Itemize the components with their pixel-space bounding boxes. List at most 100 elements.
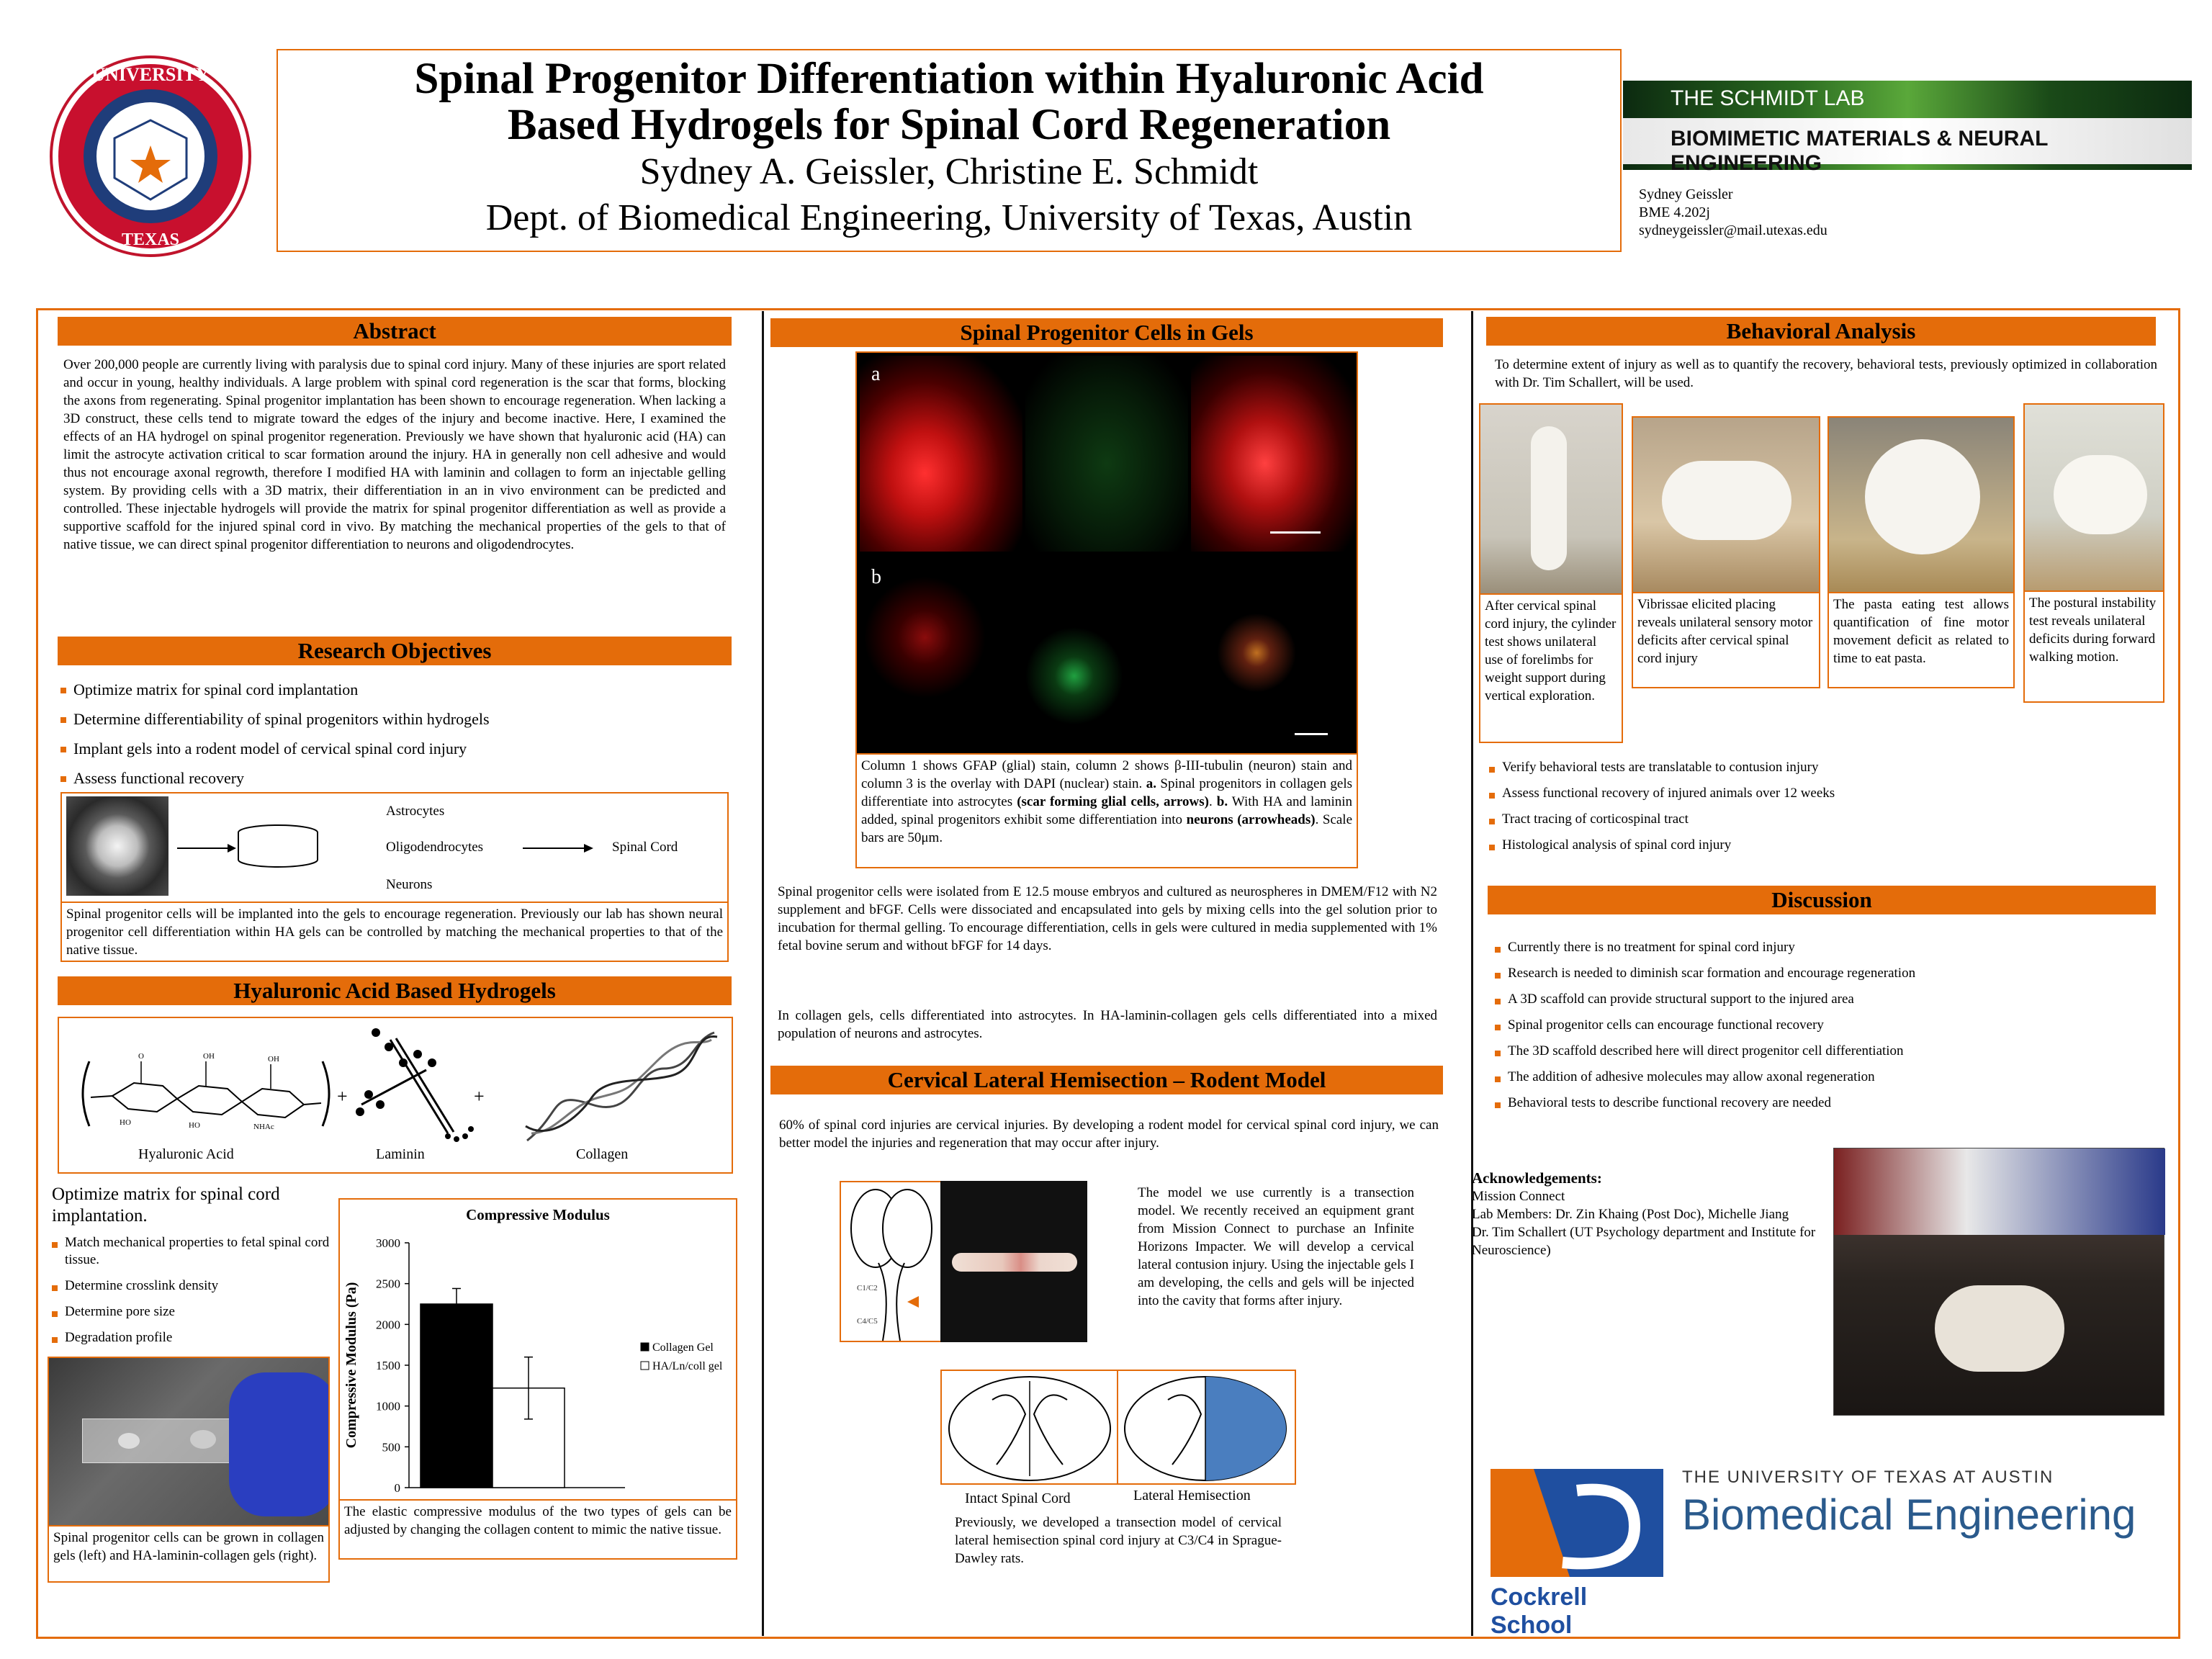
column-divider-1 [762,311,764,1636]
micro-a-overlay [1191,356,1355,552]
cockrell-school-label: Cockrell School [1491,1583,1588,1639]
list-item: Spinal progenitor cells can encourage fu… [1495,1017,2157,1034]
cylinder-test-photo [1479,403,1623,595]
wordmark-line2: Biomedical Engineering [1682,1491,2136,1539]
label-hyaluronic-acid: Hyaluronic Acid [138,1146,234,1162]
label-astrocytes: Astrocytes [386,804,445,819]
contact-email: sydneygeissler@mail.utexas.edu [1639,222,1827,238]
list-item: The 3D scaffold described here will dire… [1495,1043,2157,1060]
plus-sign-1: + [337,1086,348,1107]
ack-line: Lab Members: Dr. Zin Khaing (Post Doc), … [1472,1207,1789,1222]
ack-heading: Acknowledgements: [1472,1169,1602,1187]
list-item: Histological analysis of spinal cord inj… [1489,837,2152,854]
chart-title: Compressive Modulus [466,1206,610,1223]
lab-group-photo [1833,1148,2165,1416]
acknowledgements: Acknowledgements: Mission Connect Lab Me… [1472,1169,1825,1259]
list-item: Currently there is no treatment for spin… [1495,939,2157,956]
spc-results: In collagen gels, cells differentiated i… [778,1008,1437,1041]
behavior-caption: After cervical spinal cord injury, the c… [1479,593,1623,743]
label-collagen: Collagen [576,1146,629,1162]
behavior-intro: To determine extent of injury as well as… [1495,357,2157,390]
title-box: Spinal Progenitor Differentiation within… [276,49,1622,252]
svg-text:HO: HO [120,1118,131,1127]
y-tick-label: 2500 [376,1277,400,1291]
postural-test-photo [2023,403,2164,592]
caption-b-text: With HA and laminin added, spinal progen… [861,794,1353,827]
list-item: Determine pore size [52,1303,331,1321]
gel-slide-photo [48,1357,330,1527]
micro-a-tubulin [1025,356,1188,552]
behavior-caption: The pasta eating test allows quantificat… [1827,592,2015,688]
rodent-heading: Cervical Lateral Hemisection – Rodent Mo… [770,1066,1443,1094]
cross-section-diagram [940,1370,1296,1485]
y-tick-label: 500 [382,1440,401,1454]
behavior-caption: Vibrissae elicited placing reveals unila… [1632,592,1820,688]
optimize-list: Match mechanical properties to fetal spi… [52,1234,331,1355]
y-tick-label: 3000 [376,1236,400,1250]
caption-column-desc: Column 1 shows GFAP (glial) stain, colum… [861,758,1352,791]
bar-chart: Compressive Modulus Compressive Modulus … [343,1206,723,1495]
gel-photo-caption: Spinal progenitor cells can be grown in … [48,1525,330,1583]
abstract-text: Over 200,000 people are currently living… [63,357,726,552]
caption-a-bold: (scar forming glial cells, arrows) [1017,794,1209,809]
optimize-title: Optimize matrix for spinal cord implanta… [52,1184,280,1226]
rodent-intro: 60% of spinal cord injuries are cervical… [779,1118,1439,1151]
neurosphere-image [66,796,168,896]
svg-text:HO: HO [189,1121,200,1130]
ack-line: Dr. Tim Schallert (UT Psychology departm… [1472,1225,1816,1258]
list-item: Research is needed to diminish scar form… [1495,965,2157,982]
rat-brain-diagram: C1/C2 C4/C5 [840,1181,943,1342]
list-item: Behavioral tests to describe functional … [1495,1094,2157,1112]
legend-label-0: Collagen Gel [652,1341,714,1354]
list-item: Assess functional recovery of injured an… [1489,785,2152,802]
diagram-graphics [177,824,593,868]
legend-swatch-1 [640,1361,649,1370]
legend-swatch-0 [640,1342,649,1352]
svg-text:NHAc: NHAc [253,1123,274,1131]
hydrogels-heading: Hyaluronic Acid Based Hydrogels [58,976,732,1005]
svg-text:TEXAS: TEXAS [122,230,179,249]
abstract-heading: Abstract [58,317,732,346]
lab-banner-line2: BIOMIMETIC MATERIALS & NEURAL ENGINEERIN… [1671,127,2048,175]
list-item: Optimize matrix for spinal cord implanta… [60,680,730,700]
list-item: Determine crosslink density [52,1277,331,1295]
micro-a-gfap [860,356,1022,552]
bar-0 [420,1303,493,1488]
list-item: Determine differentiability of spinal pr… [60,709,730,729]
discussion-list: Currently there is no treatment for spin… [1495,939,2157,1120]
collagen-structure [525,1031,718,1142]
lab-banner-line1: THE SCHMIDT LAB [1671,86,1865,110]
label-lateral-hemisection: Lateral Hemisection [1133,1488,1251,1503]
caption-a-text: Spinal progenitors in collagen gels diff… [861,776,1353,809]
implant-caption: Spinal progenitor cells will be implante… [60,902,729,962]
compressive-modulus-chart: Compressive Modulus Compressive Modulus … [338,1198,737,1501]
list-item: Tract tracing of corticospinal tract [1489,811,2152,828]
panel-a-label: a [871,363,881,385]
spc-heading: Spinal Progenitor Cells in Gels [770,318,1443,347]
ut-bme-wordmark: THE UNIVERSITY OF TEXAS AT AUSTIN Biomed… [1682,1467,2172,1542]
spc-methods: Spinal progenitor cells were isolated fr… [778,884,1437,953]
contact-name: Sydney Geissler [1639,186,1733,202]
svg-text:UNIVERSITY: UNIVERSITY [91,64,209,85]
label-spinal-cord: Spinal Cord [612,840,678,855]
y-tick-label: 1000 [376,1400,400,1413]
y-tick-label: 0 [395,1481,401,1495]
cockrell-logo: Cockrell School [1491,1469,1663,1639]
vibrissae-test-photo [1632,416,1820,593]
list-item: Match mechanical properties to fetal spi… [52,1234,331,1269]
label-intact-cord: Intact Spinal Cord [965,1491,1071,1506]
university-seal: UNIVERSITY TEXAS [46,52,255,261]
micro-b-overlay [1191,560,1355,753]
list-item: A 3D scaffold can provide structural sup… [1495,991,2157,1008]
spinal-cord-photo [940,1181,1087,1342]
list-item: Implant gels into a rodent model of cerv… [60,739,730,759]
caption-a-label: a. [1146,776,1156,791]
pasta-test-photo [1827,416,2015,593]
laminin-structure [356,1028,474,1142]
label-oligodendrocytes: Oligodendrocytes [386,840,484,855]
list-item: Verify behavioral tests are translatable… [1489,759,2152,776]
contact-room: BME 4.202j [1639,204,1710,220]
legend-label-1: HA/Ln/coll gel [652,1360,723,1372]
poster-frame [36,308,2180,1639]
